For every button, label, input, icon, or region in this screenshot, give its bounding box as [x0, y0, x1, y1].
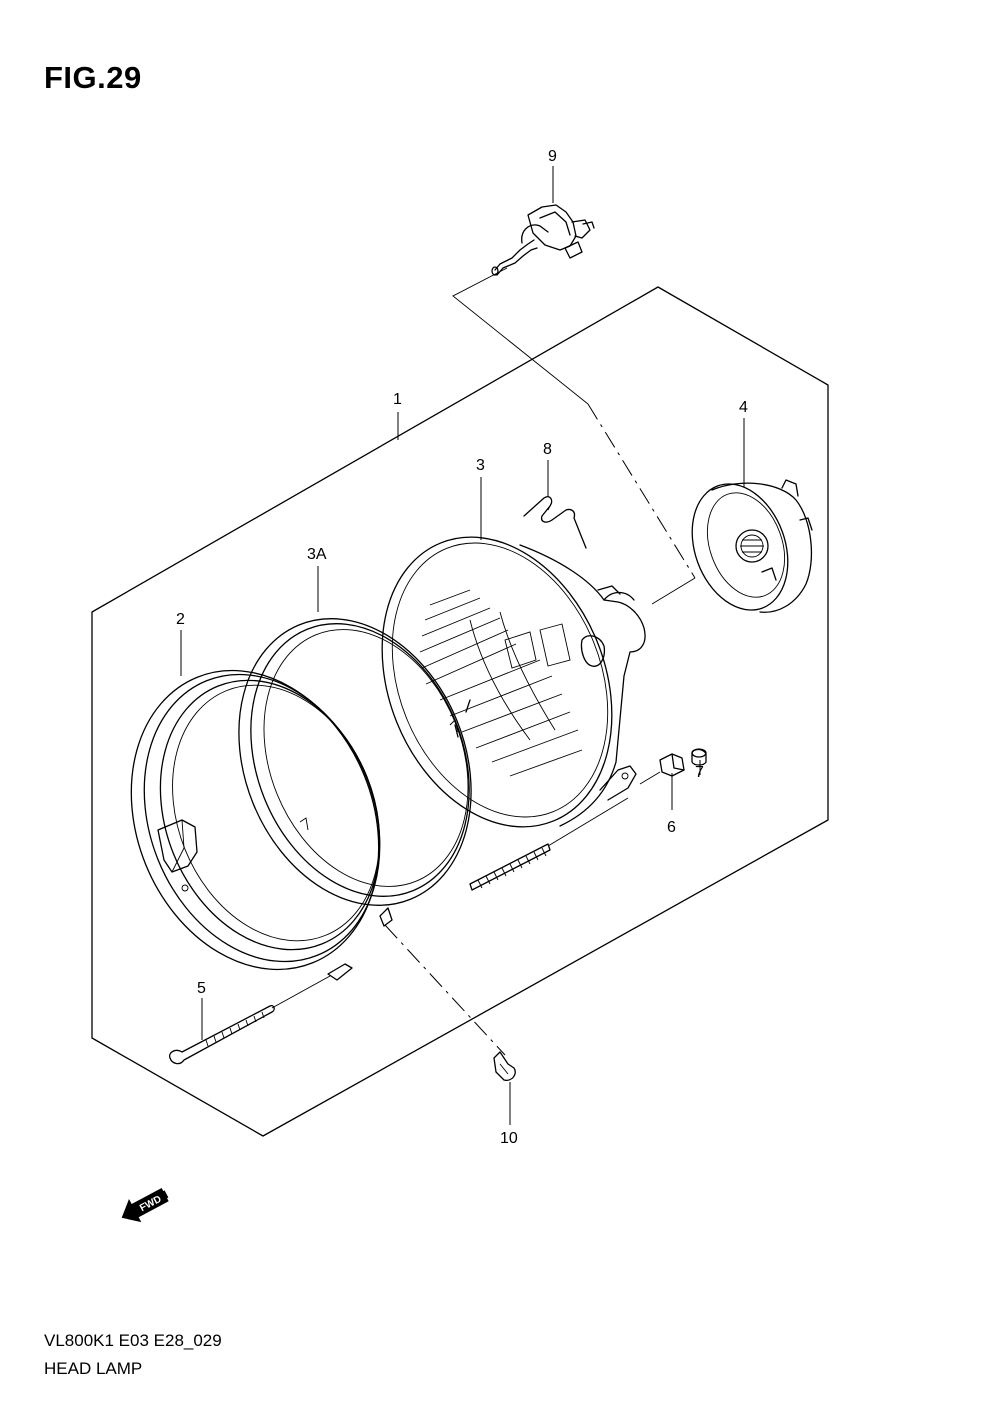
callout-1: 1: [393, 391, 402, 408]
bulb-socket-cover: [691, 479, 813, 613]
bulb-socket-line: [651, 577, 696, 605]
adjuster-nut: [639, 753, 685, 785]
callout-4: 4: [739, 399, 748, 416]
figure-title: FIG.29: [44, 60, 142, 95]
mounting-screw: [493, 1051, 516, 1081]
headlight-rim: [130, 669, 393, 981]
screw-10-projection-line: [384, 924, 506, 1056]
callout-3: 3: [476, 457, 485, 474]
assembly-boundary-box: [91, 286, 829, 1137]
headlight-bulb: [491, 204, 595, 276]
headlight-ring: [238, 618, 472, 906]
callout-5: 5: [197, 980, 206, 997]
adjuster-cap: [691, 748, 707, 766]
callout-3a: 3A: [307, 546, 327, 563]
spring-clip: [523, 496, 587, 549]
callout-2: 2: [176, 611, 185, 628]
callout-9: 9: [548, 148, 557, 165]
adjusting-screw: [169, 975, 331, 1065]
diagram-code: VL800K1 E03 E28_029: [44, 1331, 222, 1350]
callout-6: 6: [667, 819, 676, 836]
callout-10: 10: [500, 1130, 518, 1147]
diagram-name: HEAD LAMP: [44, 1359, 143, 1378]
forward-direction-arrow: FWD: [121, 1187, 169, 1223]
adjusting-spring: [469, 797, 629, 891]
fwd-label: FWD: [138, 1194, 163, 1214]
callout-7: 7: [695, 764, 704, 781]
headlight-unit: [381, 536, 646, 828]
bulb-projection-dash: [587, 403, 696, 579]
bulb-projection-line: [452, 267, 589, 405]
callout-8: 8: [543, 441, 552, 458]
